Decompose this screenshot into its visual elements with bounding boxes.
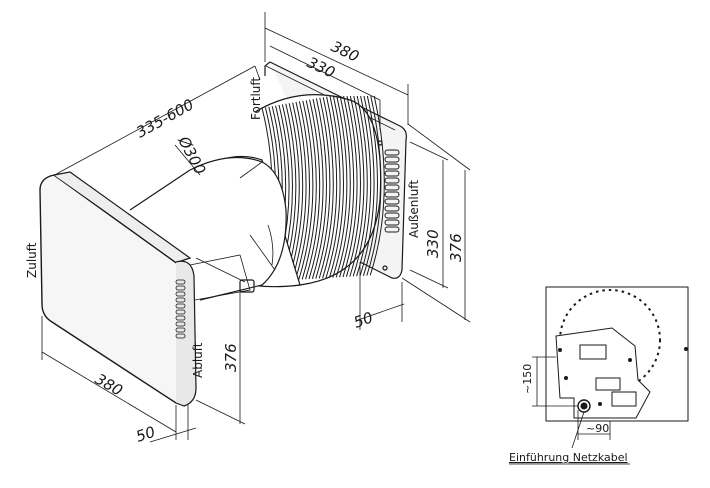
duct-rib (318, 97, 334, 279)
dim-330-right: 330 (424, 229, 442, 258)
dim-150: ~150 (521, 364, 534, 394)
duct-rib (332, 95, 348, 278)
label-abluft: Abluft (191, 342, 205, 378)
duct-rib (342, 95, 358, 278)
dim-50-bottom: 50 (134, 423, 158, 446)
dim-376-right: 376 (447, 233, 465, 262)
dim-376-front: 376 (222, 343, 240, 372)
duct-rib (328, 95, 344, 278)
detail-drawing (532, 286, 689, 449)
dim-90: ~90 (586, 422, 609, 435)
dim-50-right: 50 (351, 308, 375, 331)
duct-rib (352, 95, 368, 277)
duct-rib (305, 99, 321, 280)
duct-rib (325, 95, 341, 279)
duct-rib (369, 95, 385, 276)
rear-grille (384, 149, 400, 233)
duct-rib (301, 100, 317, 280)
dim-diameter: Ø300 (174, 133, 209, 178)
duct-rib (288, 102, 304, 281)
duct-rib (345, 95, 361, 277)
duct-rib (315, 97, 331, 279)
dimension-lines (41, 12, 471, 443)
duct-rib (362, 95, 378, 276)
duct-rib (291, 101, 307, 281)
dim-380-bottom: 380 (92, 370, 126, 400)
dim-380-top: 380 (328, 37, 362, 65)
duct-rib (366, 95, 382, 276)
duct-rib (298, 100, 314, 280)
duct-rib (294, 101, 310, 280)
duct-rib (339, 95, 355, 278)
duct-rib (359, 95, 375, 277)
dim-330-top: 330 (304, 53, 338, 81)
duct-rib (356, 95, 372, 277)
inner-cylinder (129, 156, 287, 301)
front-panel (39, 171, 251, 407)
detail-caption: Einführung Netzkabel (509, 451, 628, 464)
label-fortluft: Fortluft (249, 77, 263, 120)
duct-rib (349, 95, 365, 277)
duct-rib (311, 98, 327, 279)
duct-rib (308, 98, 324, 280)
label-zuluft: Zuluft (25, 242, 39, 278)
duct-rib (335, 95, 351, 278)
label-aussenluft: Außenluft (407, 180, 421, 238)
front-grille (175, 279, 186, 339)
duct-rib (322, 96, 338, 279)
main-unit-drawing (39, 61, 407, 407)
